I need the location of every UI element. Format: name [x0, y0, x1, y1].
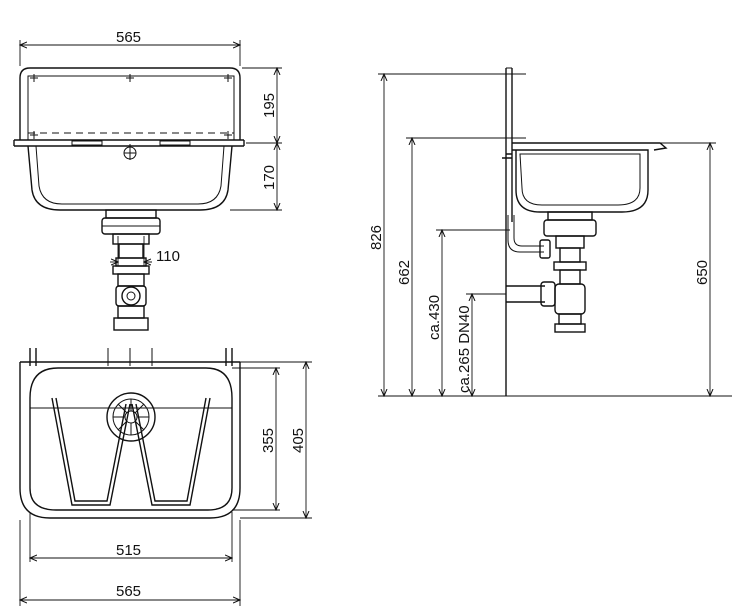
front-lower-height-label: 170 [261, 165, 278, 190]
grid-rack [51, 397, 211, 506]
rim-height-label: 662 [396, 260, 413, 285]
plan-outer-width-label: 565 [116, 583, 141, 600]
mounting-screws [30, 74, 232, 139]
drain-strainer-icon [106, 392, 156, 442]
total-height-label: 826 [368, 225, 385, 250]
drain-offset-label: 110 [156, 248, 180, 265]
front-view: 565 195 170 110 [13, 29, 282, 331]
outlet-height-label: ca.265 DN40 [456, 305, 473, 393]
plan-outer-depth-label: 405 [290, 428, 307, 453]
front-width-label: 565 [116, 29, 141, 46]
plan-view: 355 405 515 565 [20, 348, 312, 606]
front-upper-height-label: 195 [261, 93, 278, 118]
side-view: 826 662 ca.430 ca.265 DN40 650 [368, 67, 732, 396]
drain-assembly-front [101, 209, 161, 331]
plan-inner-width-label: 515 [116, 542, 141, 559]
floor-to-rim-label: 650 [694, 260, 711, 285]
plan-inner-depth-label: 355 [260, 428, 277, 453]
drain-assembly-side [506, 211, 597, 333]
trap-height-label: ca.430 [426, 295, 443, 340]
